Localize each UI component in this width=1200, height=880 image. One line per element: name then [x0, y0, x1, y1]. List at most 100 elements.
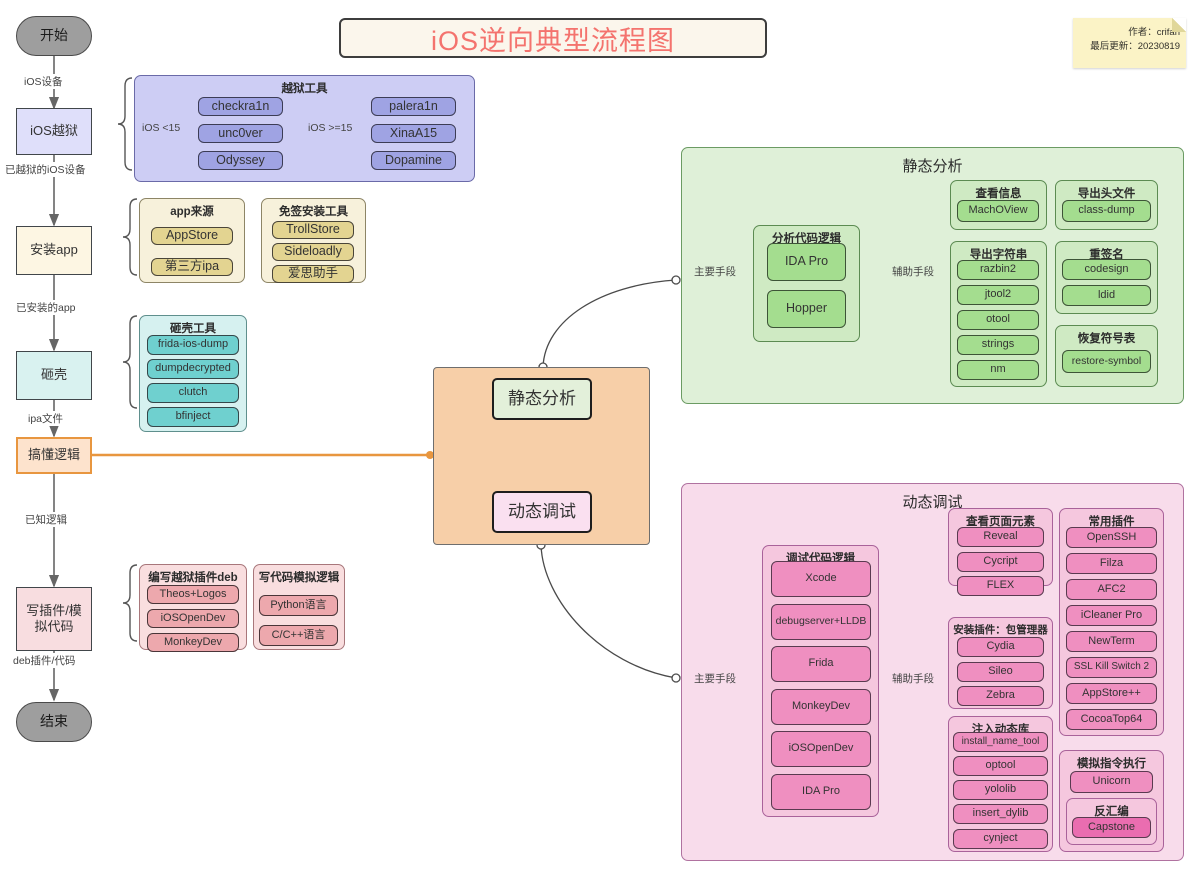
flow-node-unshell[interactable]: 砸壳	[16, 351, 92, 400]
group-tweak-deb-title: 编写越狱插件deb	[148, 572, 238, 584]
chip-clutch[interactable]: clutch	[147, 383, 239, 403]
chip-strings[interactable]: strings	[957, 335, 1039, 355]
chip-nm[interactable]: nm	[957, 360, 1039, 380]
flow-node-write-code-label: 写插件/模拟代码	[26, 602, 82, 634]
group-dynamic-debug-title: 动态调试	[902, 494, 963, 511]
author-note: 作者：crifan 最后更新：20230819	[1073, 18, 1186, 68]
flow-node-end-label: 结束	[40, 713, 68, 730]
loop-node-dynamic-debug[interactable]: 动态调试	[492, 491, 592, 533]
chip-theos-logos[interactable]: Theos+Logos	[147, 585, 239, 604]
chip-debugserver-lldb[interactable]: debugserver+LLDB	[771, 604, 871, 640]
chip-reveal[interactable]: Reveal	[957, 527, 1044, 547]
chip-afc2[interactable]: AFC2	[1066, 579, 1157, 600]
edge-label-ios-device: iOS设备	[22, 74, 65, 89]
chip-optool[interactable]: optool	[953, 756, 1048, 776]
chip-icleaner-pro[interactable]: iCleaner Pro	[1066, 605, 1157, 626]
chip-insert-dylib[interactable]: insert_dylib	[953, 804, 1048, 824]
group-view-info-title: 查看信息	[975, 188, 1022, 200]
chip-frida[interactable]: Frida	[771, 646, 871, 682]
flow-node-write-code[interactable]: 写插件/模拟代码	[16, 587, 92, 651]
group-emulate-instructions-title: 模拟指令执行	[1077, 758, 1146, 770]
chip-xcode[interactable]: Xcode	[771, 561, 871, 597]
group-view-ui-elements-title: 查看页面元素	[966, 516, 1035, 528]
chip-unicorn[interactable]: Unicorn	[1070, 771, 1153, 793]
chip-python[interactable]: Python语言	[259, 595, 338, 616]
chip-yololib[interactable]: yololib	[953, 780, 1048, 800]
group-export-strings-title: 导出字符串	[969, 249, 1028, 261]
chip-cydia[interactable]: Cydia	[957, 637, 1044, 657]
chip-appstore-plus-plus[interactable]: AppStore++	[1066, 683, 1157, 704]
chip-monkeydev[interactable]: MonkeyDev	[147, 633, 239, 652]
chip-newterm[interactable]: NewTerm	[1066, 631, 1157, 652]
chip-ssl-kill-switch-2[interactable]: SSL Kill Switch 2	[1066, 657, 1157, 678]
note-author: 作者：crifan	[1128, 27, 1180, 38]
group-disassembler-title: 反汇编	[1094, 806, 1129, 818]
chip-monkeydev-dyn[interactable]: MonkeyDev	[771, 689, 871, 725]
flow-node-start[interactable]: 开始	[16, 16, 92, 56]
chip-machoview[interactable]: MachOView	[957, 200, 1039, 222]
chip-aisi-helper[interactable]: 爱思助手	[272, 265, 354, 283]
chip-odyssey[interactable]: Odyssey	[198, 151, 283, 170]
label-dynamic-assist: 辅助手段	[892, 673, 934, 685]
flow-node-install-app[interactable]: 安装app	[16, 226, 92, 275]
group-common-tweaks-title: 常用插件	[1088, 516, 1135, 528]
chip-cocoatop64[interactable]: CocoaTop64	[1066, 709, 1157, 730]
loop-node-static-analysis[interactable]: 静态分析	[492, 378, 592, 420]
flow-node-understand-logic[interactable]: 搞懂逻辑	[16, 437, 92, 474]
group-static-analyze-code-title: 分析代码逻辑	[772, 233, 841, 245]
chip-dumpdecrypted[interactable]: dumpdecrypted	[147, 359, 239, 379]
diagram-title: iOS逆向典型流程图	[339, 18, 767, 58]
group-signfree-tools-title: 免签安装工具	[279, 206, 348, 218]
chip-openssh[interactable]: OpenSSH	[1066, 527, 1157, 548]
flow-node-ios-jailbreak[interactable]: iOS越狱	[16, 108, 92, 155]
flow-node-ios-jailbreak-label: iOS越狱	[30, 123, 78, 139]
chip-sideloadly[interactable]: Sideloadly	[272, 243, 354, 261]
flow-node-start-label: 开始	[40, 27, 68, 44]
chip-sileo[interactable]: Sileo	[957, 662, 1044, 682]
label-dynamic-primary: 主要手段	[694, 673, 736, 685]
chip-cycript[interactable]: Cycript	[957, 552, 1044, 572]
group-static-analysis-title: 静态分析	[902, 158, 963, 175]
group-export-header-title: 导出头文件	[1077, 188, 1136, 200]
chip-palera1n[interactable]: palera1n	[371, 97, 456, 116]
group-jailbreak-tools-title: 越狱工具	[281, 83, 328, 95]
chip-dopamine[interactable]: Dopamine	[371, 151, 456, 170]
chip-checkra1n[interactable]: checkra1n	[198, 97, 283, 116]
chip-appstore[interactable]: AppStore	[151, 227, 233, 245]
chip-zebra[interactable]: Zebra	[957, 686, 1044, 706]
chip-razbin2[interactable]: razbin2	[957, 260, 1039, 280]
chip-restore-symbol[interactable]: restore-symbol	[1062, 350, 1151, 373]
chip-ida-pro-dyn[interactable]: IDA Pro	[771, 774, 871, 810]
chip-iosopendev-dyn[interactable]: iOSOpenDev	[771, 731, 871, 767]
flow-node-end[interactable]: 结束	[16, 702, 92, 742]
chip-iosopendev[interactable]: iOSOpenDev	[147, 609, 239, 628]
loop-node-dynamic-debug-label: 动态调试	[508, 502, 576, 522]
chip-third-party-ipa[interactable]: 第三方ipa	[151, 258, 233, 276]
chip-trollstore[interactable]: TrollStore	[272, 221, 354, 239]
chip-xinaa15[interactable]: XinaA15	[371, 124, 456, 143]
chip-filza[interactable]: Filza	[1066, 553, 1157, 574]
chip-ida-pro-static[interactable]: IDA Pro	[767, 243, 846, 281]
edge-label-deb-plugin-code: deb插件/代码	[11, 653, 78, 668]
chip-class-dump[interactable]: class-dump	[1062, 200, 1151, 222]
chip-frida-ios-dump[interactable]: frida-ios-dump	[147, 335, 239, 355]
edge-label-installed-app: 已安装的app	[14, 300, 78, 315]
chip-codesign[interactable]: codesign	[1062, 259, 1151, 280]
chip-install-name-tool[interactable]: install_name_tool	[953, 732, 1048, 752]
chip-capstone[interactable]: Capstone	[1072, 817, 1151, 838]
label-ios-lt-15: iOS <15	[142, 122, 181, 134]
chip-unc0ver[interactable]: unc0ver	[198, 124, 283, 143]
chip-ldid[interactable]: ldid	[1062, 285, 1151, 306]
flow-node-unshell-label: 砸壳	[40, 367, 67, 383]
chip-flex[interactable]: FLEX	[957, 576, 1044, 596]
group-restore-symtab-title: 恢复符号表	[1077, 333, 1136, 345]
chip-hopper[interactable]: Hopper	[767, 290, 846, 328]
chip-jtool2[interactable]: jtool2	[957, 285, 1039, 305]
loop-node-static-analysis-label: 静态分析	[508, 389, 576, 409]
group-resign-title: 重签名	[1089, 249, 1124, 261]
chip-c-cpp[interactable]: C/C++语言	[259, 625, 338, 646]
chip-bfinject[interactable]: bfinject	[147, 407, 239, 427]
chip-otool[interactable]: otool	[957, 310, 1039, 330]
chip-cynject[interactable]: cynject	[953, 829, 1048, 849]
